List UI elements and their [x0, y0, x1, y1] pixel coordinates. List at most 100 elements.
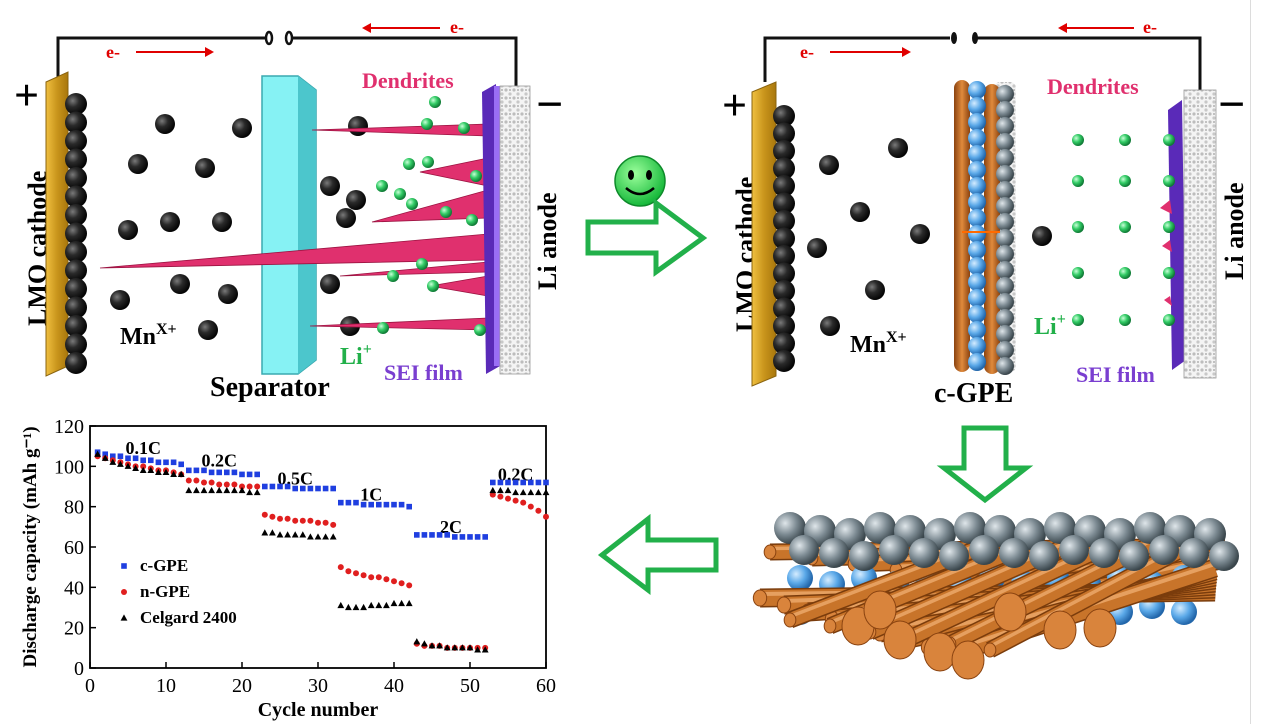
data-point	[132, 455, 139, 462]
data-point	[322, 533, 329, 540]
cathode-particle	[65, 185, 87, 208]
fiber-end	[993, 592, 1027, 632]
mn-ion	[346, 190, 366, 210]
sei-film	[1168, 100, 1186, 370]
data-point	[185, 486, 193, 494]
rate-label: 0.1C	[125, 438, 161, 458]
data-point	[185, 477, 192, 484]
mn-ion	[212, 212, 232, 232]
data-point	[292, 517, 299, 524]
data-point	[201, 467, 207, 474]
data-point	[390, 599, 398, 607]
data-point	[269, 513, 276, 520]
data-point	[330, 485, 336, 492]
data-point	[178, 461, 184, 468]
data-point	[391, 501, 397, 508]
data-point	[314, 533, 322, 540]
separator-side	[298, 76, 316, 374]
data-point	[132, 464, 139, 471]
data-point	[155, 459, 162, 466]
y-tick-label: 80	[64, 497, 84, 519]
top-layer-particle	[879, 535, 909, 565]
data-point	[489, 486, 497, 494]
li-ion	[403, 158, 415, 170]
li-ion	[440, 206, 452, 218]
data-point	[125, 455, 131, 462]
data-point	[459, 534, 466, 540]
electrolyte-particle	[968, 321, 986, 339]
top-layer-particle	[1044, 512, 1076, 544]
fiber-end	[923, 632, 957, 672]
data-point	[368, 501, 374, 508]
data-point	[140, 457, 146, 464]
data-point	[155, 468, 162, 475]
mn-ion	[348, 116, 368, 136]
data-point	[527, 503, 534, 510]
data-point	[345, 603, 352, 611]
cathode-particle	[773, 297, 795, 320]
cathode-particle	[773, 140, 795, 162]
data-point	[497, 493, 504, 500]
mn-ion	[198, 320, 218, 340]
mn-ion	[320, 176, 340, 196]
data-point	[535, 507, 542, 514]
cathode-particle	[65, 315, 87, 337]
top-layer-particle	[954, 512, 986, 544]
cathode-particle	[773, 262, 795, 285]
data-point	[512, 488, 519, 496]
data-point	[520, 499, 527, 506]
li-ion	[422, 156, 434, 168]
data-point	[291, 531, 299, 538]
data-point	[300, 485, 306, 492]
data-point	[398, 580, 405, 587]
data-point	[353, 570, 359, 577]
data-point	[94, 450, 101, 457]
cathode-particle	[65, 204, 87, 226]
data-point	[246, 471, 253, 478]
mn-ion	[218, 284, 238, 304]
electrolyte-particle	[996, 277, 1014, 295]
data-point	[200, 486, 208, 494]
electrolyte-particle	[996, 325, 1014, 343]
data-point	[542, 488, 550, 496]
electrolyte-particle	[996, 293, 1014, 311]
li-ion	[1119, 314, 1131, 326]
left-cell-diagram: e- e- + LMO cathode MnX+ Separator	[14, 17, 563, 403]
electrolyte-particle	[968, 129, 986, 147]
data-point	[421, 640, 428, 647]
data-point	[398, 501, 405, 508]
mn-ion	[807, 238, 827, 258]
data-point	[238, 486, 246, 494]
mn-ion	[865, 280, 885, 300]
li-ion	[429, 96, 441, 108]
data-point	[193, 486, 200, 494]
mn-ion	[820, 316, 840, 336]
electrolyte-particle	[968, 289, 986, 307]
li-ion	[406, 198, 418, 210]
li-ion	[1119, 221, 1131, 233]
li-ion	[387, 270, 399, 282]
sei-label: SEI film	[1076, 362, 1155, 387]
fiber-end	[863, 590, 897, 630]
li-label: Li+	[1034, 311, 1066, 340]
electrolyte-particle	[996, 229, 1014, 247]
x-tick-label: 0	[85, 675, 95, 697]
cathode-plate	[45, 71, 69, 377]
data-point	[436, 642, 443, 649]
y-tick-label: 120	[54, 416, 84, 438]
down-arrow-icon	[936, 425, 1034, 504]
top-layer-particle	[789, 535, 819, 565]
data-point	[490, 479, 496, 486]
data-point	[414, 532, 420, 538]
series-celgard-2400	[94, 450, 550, 653]
cathode-particle	[773, 332, 795, 355]
data-point	[231, 486, 238, 494]
cathode-particle	[773, 122, 795, 145]
electrolyte-particle	[996, 261, 1014, 279]
legend-marker	[121, 589, 127, 595]
electrolyte-particle	[968, 337, 986, 355]
fiber-end	[1043, 610, 1077, 650]
data-point	[322, 519, 329, 526]
